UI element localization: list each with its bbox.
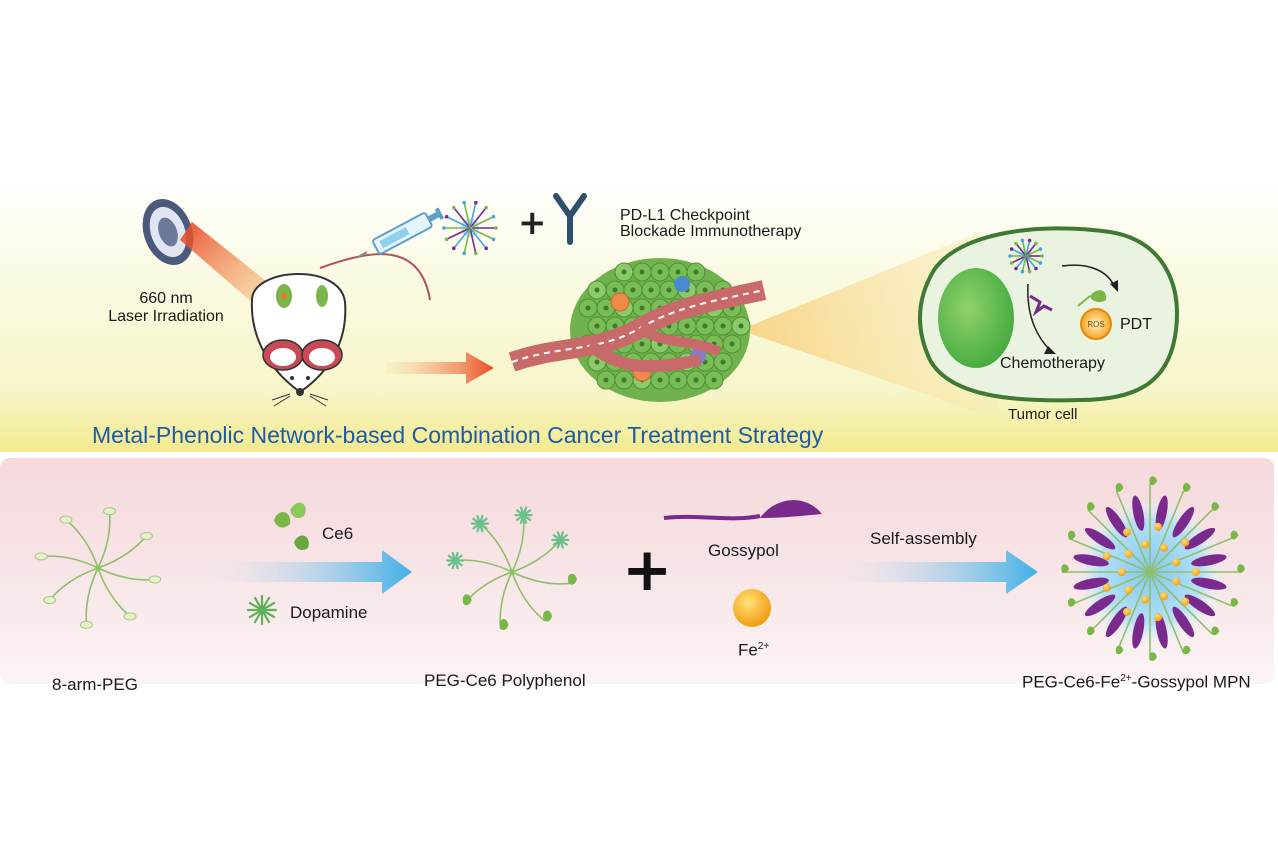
dopamine-label: Dopamine	[290, 603, 368, 622]
fe-ion-icon	[733, 589, 771, 627]
antibody-icon	[553, 193, 587, 245]
fe-label: Fe2+	[738, 638, 769, 660]
blood-vessel	[508, 280, 767, 373]
ros-label: ROS	[1087, 320, 1104, 329]
plus-sign-top: +	[518, 203, 547, 243]
dopamine-icon	[246, 594, 278, 626]
chemotherapy-label: Chemotherapy	[1000, 355, 1105, 372]
ce6-leaves-icon	[274, 502, 309, 550]
nanoparticle-in-cell-icon	[1008, 238, 1044, 274]
laser-irradiation-label: Laser Irradiation	[108, 308, 224, 325]
syringe-icon	[355, 207, 445, 259]
mpn-label-charge: 2+	[1120, 673, 1132, 684]
plus-sign-bottom: +	[622, 535, 672, 605]
fe-label-base: Fe	[738, 640, 758, 660]
gossypol-label: Gossypol	[708, 541, 779, 560]
chemo-arrow	[1027, 283, 1051, 351]
laser-device-icon	[142, 199, 194, 265]
tumor-cell	[918, 226, 1179, 403]
polyphenol-label: PEG-Ce6 Polyphenol	[424, 671, 586, 690]
ros-icon	[1080, 308, 1112, 340]
flow-arrow-red	[386, 352, 494, 384]
eight-arm-peg-icon	[34, 507, 162, 629]
cell-nucleus	[938, 268, 1014, 368]
peg-ce6-polyphenol-icon	[446, 506, 577, 631]
eight-arm-peg-label: 8-arm-PEG	[52, 675, 138, 694]
nanoparticle-icon	[442, 200, 498, 256]
ce6-label: Ce6	[322, 524, 354, 543]
gossypol-release-icon	[1029, 294, 1053, 317]
laser-wavelength-label: 660 nm	[139, 290, 193, 307]
mpn-label: PEG-Ce6-Fe2+-Gossypol MPN	[1022, 670, 1251, 692]
ce6-release-icon	[1077, 290, 1107, 307]
bottom-panel-background	[0, 458, 1274, 684]
gossypol-icon	[663, 500, 822, 521]
self-assembly-label: Self-assembly	[870, 529, 977, 548]
tumor-tissue	[570, 258, 751, 402]
tumor-cell-label: Tumor cell	[1008, 406, 1078, 423]
immunotherapy-label-line1: PD-L1 Checkpoint	[620, 207, 750, 224]
mouse-illustration	[250, 253, 431, 407]
mpn-label-part1: PEG-Ce6-Fe	[1022, 672, 1121, 692]
immunotherapy-label-line2: Blockade Immunotherapy	[620, 223, 802, 240]
reaction-arrow-2	[842, 550, 1038, 594]
mpn-nanoparticle-icon	[1061, 476, 1245, 661]
pdt-arrow	[1061, 264, 1115, 287]
reaction-arrow-1	[214, 550, 412, 594]
mpn-label-part2: -Gossypol MPN	[1131, 672, 1251, 692]
strategy-title: Metal-Phenolic Network-based Combination…	[92, 422, 824, 448]
pdt-label: PDT	[1120, 316, 1152, 333]
fe-label-charge: 2+	[757, 641, 770, 652]
